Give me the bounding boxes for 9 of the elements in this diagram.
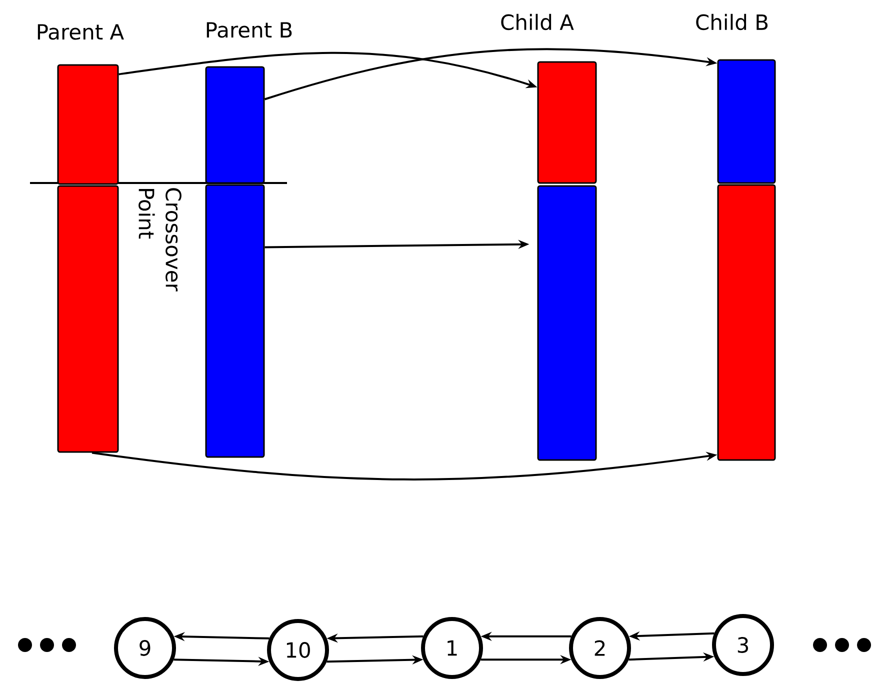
crossover-label: Crossover Point [138,188,182,292]
chromosome-segment [717,184,776,461]
column-heading: Parent B [206,22,292,38]
chromosome-segment [537,185,597,461]
column-heading: Parent A [38,24,124,40]
column-heading: Child B [696,14,768,30]
chromosome-segment [57,185,119,453]
column-heading: Child A [501,14,574,30]
chromosome-segment [205,184,265,458]
